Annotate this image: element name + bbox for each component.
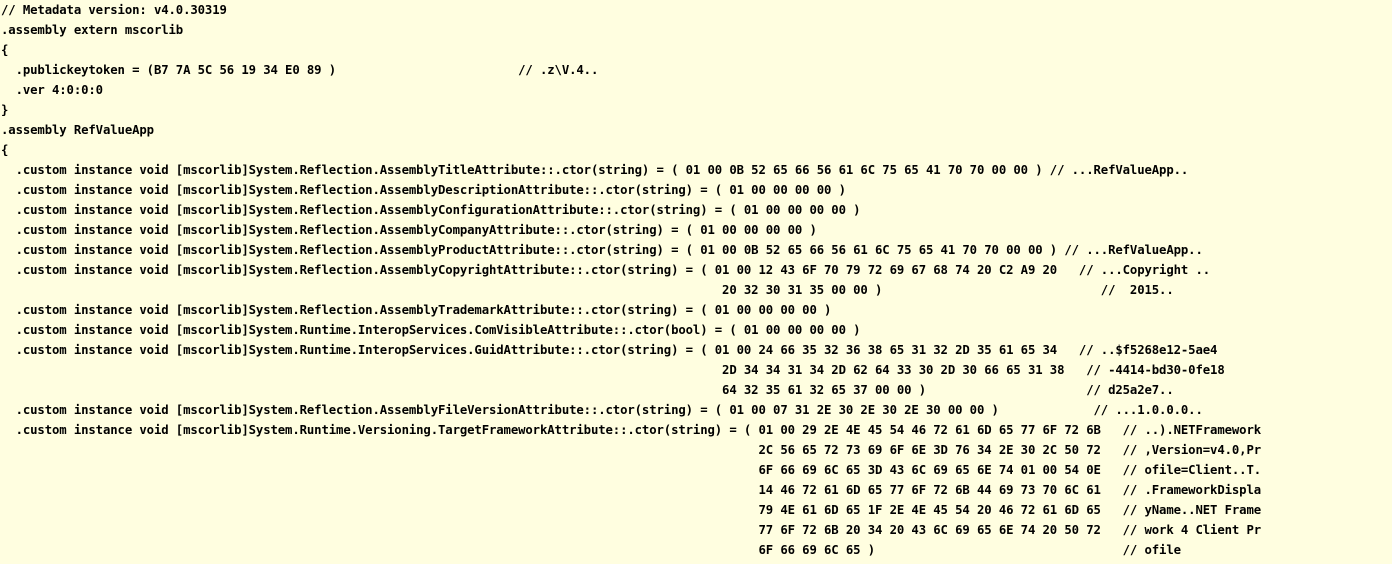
code-line: 20 32 30 31 35 00 00 ) // 2015.. [1, 283, 1174, 297]
code-line: // Metadata version: v4.0.30319 [1, 3, 227, 17]
code-line: 14 46 72 61 6D 65 77 6F 72 6B 44 69 73 7… [1, 483, 1262, 497]
code-line: { [1, 143, 9, 157]
code-line: 2C 56 65 72 73 69 6F 6E 3D 76 34 2E 30 2… [1, 443, 1262, 457]
code-line: 64 32 35 61 32 65 37 00 00 ) // d25a2e7.… [1, 383, 1174, 397]
code-line: .custom instance void [mscorlib]System.R… [1, 223, 817, 237]
code-line: .ver 4:0:0:0 [1, 83, 104, 97]
code-line: 6F 66 69 6C 65 ) // ofile [1, 543, 1181, 557]
code-line: .assembly RefValueApp [1, 123, 154, 137]
code-line: .custom instance void [mscorlib]System.R… [1, 203, 861, 217]
code-line: 79 4E 61 6D 65 1F 2E 4E 45 54 20 46 72 6… [1, 503, 1262, 517]
code-line: } [1, 103, 9, 117]
code-line: .custom instance void [mscorlib]System.R… [1, 343, 1218, 357]
code-line: 77 6F 72 6B 20 34 20 43 6C 69 65 6E 74 2… [1, 523, 1262, 537]
code-line: .publickeytoken = (B7 7A 5C 56 19 34 E0 … [1, 63, 599, 77]
code-line: { [1, 43, 9, 57]
code-line: .custom instance void [mscorlib]System.R… [1, 243, 1203, 257]
code-line: .custom instance void [mscorlib]System.R… [1, 303, 832, 317]
code-line: 2D 34 34 31 34 2D 62 64 33 30 2D 30 66 6… [1, 363, 1225, 377]
code-line: .custom instance void [mscorlib]System.R… [1, 403, 1203, 417]
code-line: 6F 66 69 6C 65 3D 43 6C 69 65 6E 74 01 0… [1, 463, 1262, 477]
code-line: .custom instance void [mscorlib]System.R… [1, 163, 1189, 177]
code-line: .custom instance void [mscorlib]System.R… [1, 263, 1211, 277]
code-line: .custom instance void [mscorlib]System.R… [1, 183, 846, 197]
code-line: .custom instance void [mscorlib]System.R… [1, 323, 861, 337]
code-line: .custom instance void [mscorlib]System.R… [1, 423, 1262, 437]
code-line: .assembly extern mscorlib [1, 23, 184, 37]
